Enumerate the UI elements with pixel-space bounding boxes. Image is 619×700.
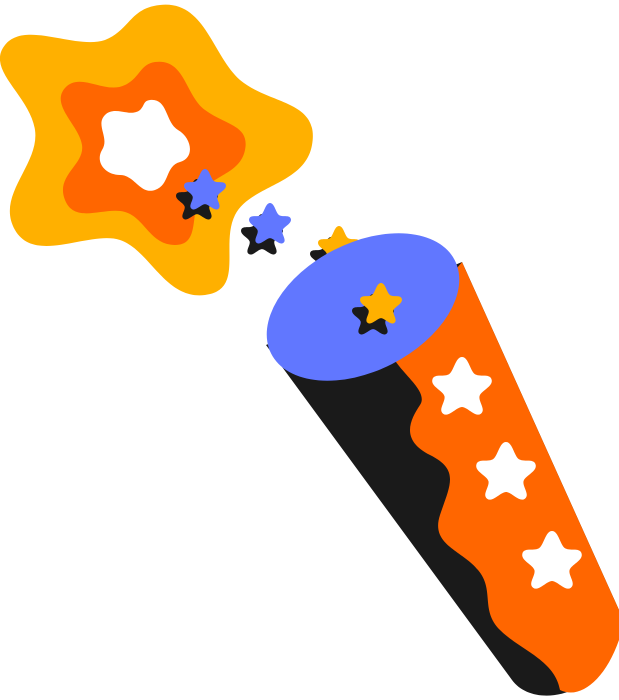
burst-inner [99,99,190,191]
firecracker-body [266,233,619,696]
burst [0,4,313,296]
